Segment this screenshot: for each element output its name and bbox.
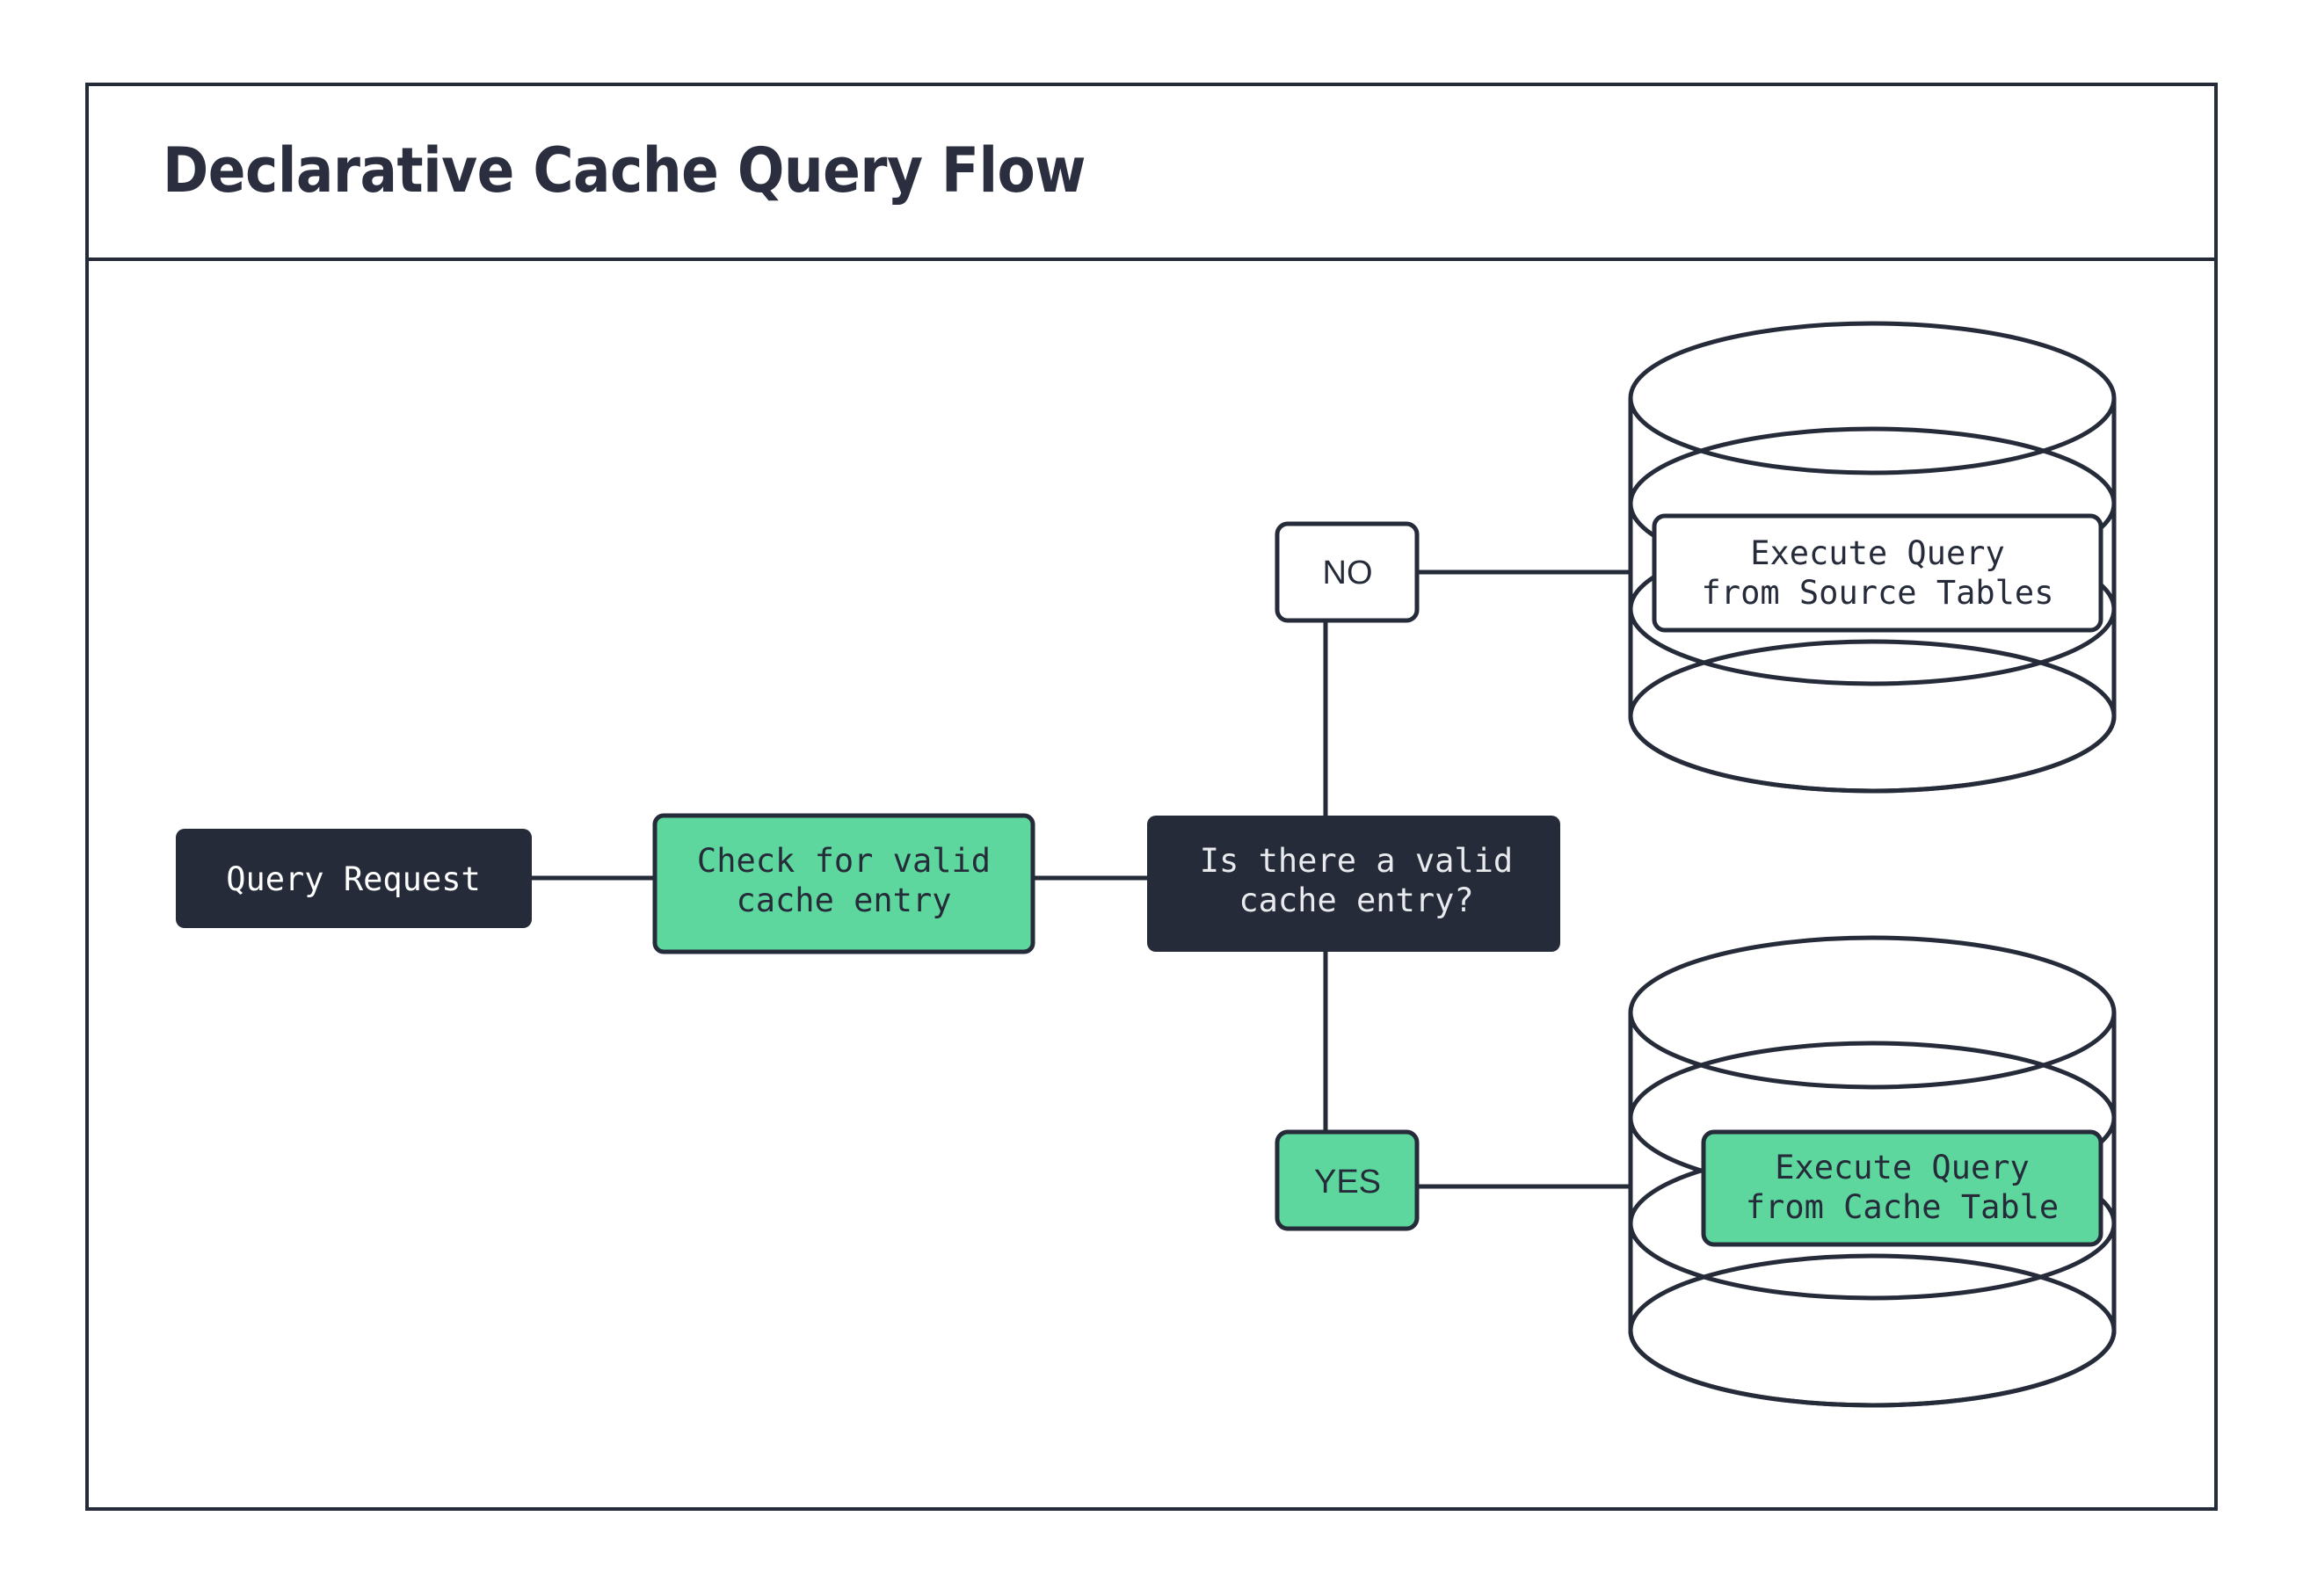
branch-label-no[interactable]: NO bbox=[1275, 521, 1420, 623]
cache-db-label-line1: Execute Query bbox=[1775, 1149, 2030, 1186]
database-cylinder-cache: Execute Query from Cache Table bbox=[1628, 935, 2117, 1408]
decision-label-line2: cache entry? bbox=[1239, 881, 1473, 919]
cache-db-label-line2: from Cache Table bbox=[1746, 1188, 2059, 1226]
node-query-request[interactable]: Query Request bbox=[176, 829, 532, 928]
decision-label-line1: Is there a valid bbox=[1200, 842, 1513, 880]
title-bar: Declarative Cache Query Flow bbox=[85, 83, 2218, 261]
query-request-label: Query Request bbox=[226, 860, 481, 898]
node-decision-valid-cache[interactable]: Is there a valid cache entry? bbox=[1147, 816, 1560, 952]
node-check-cache[interactable]: Check for valid cache entry bbox=[652, 813, 1035, 954]
decision-box[interactable] bbox=[1147, 816, 1560, 952]
diagram-frame bbox=[85, 83, 2218, 1511]
check-cache-label-line1: Check for valid bbox=[697, 842, 991, 880]
source-db-label-line1: Execute Query bbox=[1750, 534, 2005, 572]
no-box[interactable] bbox=[1275, 521, 1420, 623]
branch-label-yes[interactable]: YES bbox=[1275, 1129, 1420, 1231]
database-cylinder-source: Execute Query from Source Tables bbox=[1628, 321, 2117, 794]
no-label: NO bbox=[1323, 555, 1373, 591]
check-cache-box[interactable] bbox=[652, 813, 1035, 954]
yes-label: YES bbox=[1314, 1164, 1381, 1201]
source-db-label-line2: from Source Tables bbox=[1702, 574, 2054, 612]
source-db-label-box[interactable] bbox=[1652, 513, 2103, 633]
cache-db-label-box[interactable] bbox=[1701, 1129, 2103, 1247]
query-request-box[interactable] bbox=[176, 829, 532, 928]
yes-box[interactable] bbox=[1275, 1129, 1420, 1231]
check-cache-label-line2: cache entry bbox=[736, 881, 951, 919]
page-title: Declarative Cache Query Flow bbox=[163, 134, 1086, 207]
